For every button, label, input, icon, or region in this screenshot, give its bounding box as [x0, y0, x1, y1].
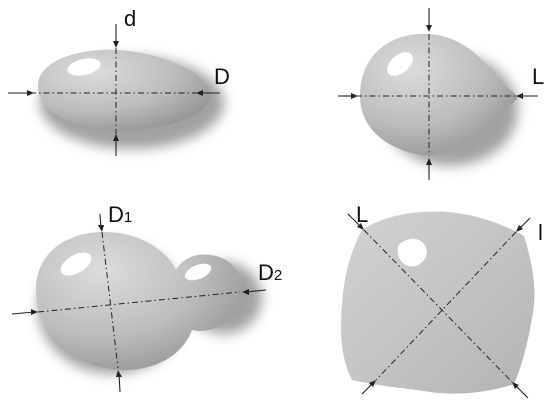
- irregular-body: [341, 211, 535, 394]
- double-sphere-label-D1: D1: [108, 202, 132, 227]
- teardrop-highlight: [387, 52, 413, 76]
- ellipsoid-arrows: [8, 24, 220, 156]
- double-sphere-label-D2: D2: [258, 260, 282, 285]
- double-sphere-body: [36, 232, 243, 370]
- double-sphere-highlight-large: [60, 252, 92, 276]
- irregular-arrows: [347, 213, 531, 399]
- irregular-length-axis: [363, 229, 513, 383]
- double-sphere-diameter-axis: [101, 231, 119, 369]
- ellipsoid-body: [38, 49, 211, 131]
- panel-teardrop: L: [338, 8, 544, 180]
- teardrop-label-L: L: [532, 64, 544, 89]
- irregular-label-L: L: [356, 202, 368, 227]
- ellipsoid-label-d: d: [124, 6, 136, 31]
- double-sphere-highlight-small: [184, 263, 212, 281]
- ellipsoid-label-D: D: [214, 64, 230, 89]
- ellipsoid-highlight: [67, 58, 101, 76]
- panel-double-sphere: D1 D2: [11, 202, 282, 393]
- panel-ellipsoid: d D: [8, 6, 230, 156]
- teardrop-arrows: [338, 8, 538, 180]
- panel-irregular: L l: [341, 202, 543, 399]
- irregular-highlight: [397, 238, 427, 267]
- irregular-label-l: l: [538, 220, 543, 245]
- double-sphere-arrows: [11, 213, 267, 393]
